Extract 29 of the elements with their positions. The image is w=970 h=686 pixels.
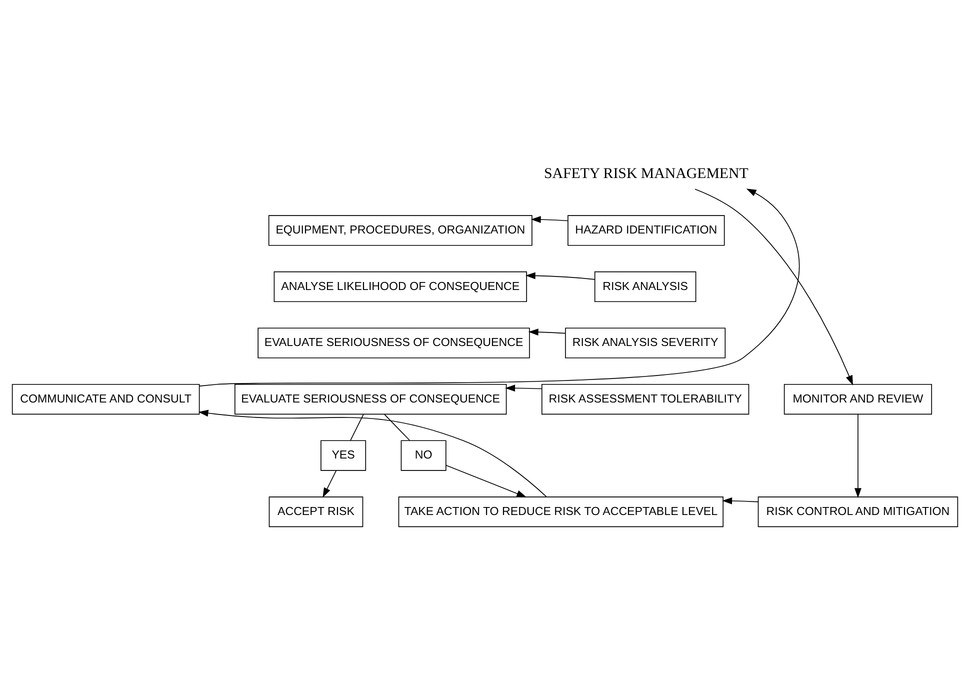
node-box: EVALUATE SERIOUSNESS OF CONSEQUENCE — [258, 328, 530, 358]
node-box: RISK ANALYSIS — [594, 271, 696, 302]
arrow — [854, 414, 862, 498]
node-box: TAKE ACTION TO REDUCE RISK TO ACCEPTABLE LEVEL — [398, 496, 724, 528]
arrow — [198, 410, 547, 498]
node-box: NO — [400, 440, 446, 471]
arrow — [530, 216, 568, 223]
node-box: YES — [320, 440, 366, 471]
connector — [350, 414, 364, 441]
node-box: COMMUNICATE AND CONSULT — [12, 384, 200, 415]
node-box: MONITOR AND REVIEW — [784, 384, 932, 415]
arrow — [528, 328, 566, 336]
connector — [384, 414, 410, 441]
arrow — [694, 188, 853, 386]
arrow — [199, 188, 800, 386]
arrow — [722, 497, 758, 504]
node-text: SAFETY RISK MANAGEMENT — [544, 166, 748, 182]
node-box: RISK ASSESSMENT TOLERABILITY — [541, 384, 750, 415]
arrow — [525, 272, 596, 280]
arrow — [322, 470, 337, 498]
node-box: RISK CONTROL AND MITIGATION — [758, 496, 958, 528]
node-box: EVALUATE SERIOUSNESS OF CONSEQUENCE — [234, 384, 507, 415]
arrow — [446, 464, 527, 498]
node-box: EQUIPMENT, PROCEDURES, ORGANIZATION — [268, 215, 532, 246]
node-box: ANALYSE LIKELIHOOD OF CONSEQUENCE — [274, 271, 527, 302]
node-box: ACCEPT RISK — [268, 496, 364, 528]
node-box: HAZARD IDENTIFICATION — [568, 215, 725, 246]
node-box: RISK ANALYSIS SEVERITY — [565, 328, 726, 358]
arrow — [505, 384, 542, 392]
